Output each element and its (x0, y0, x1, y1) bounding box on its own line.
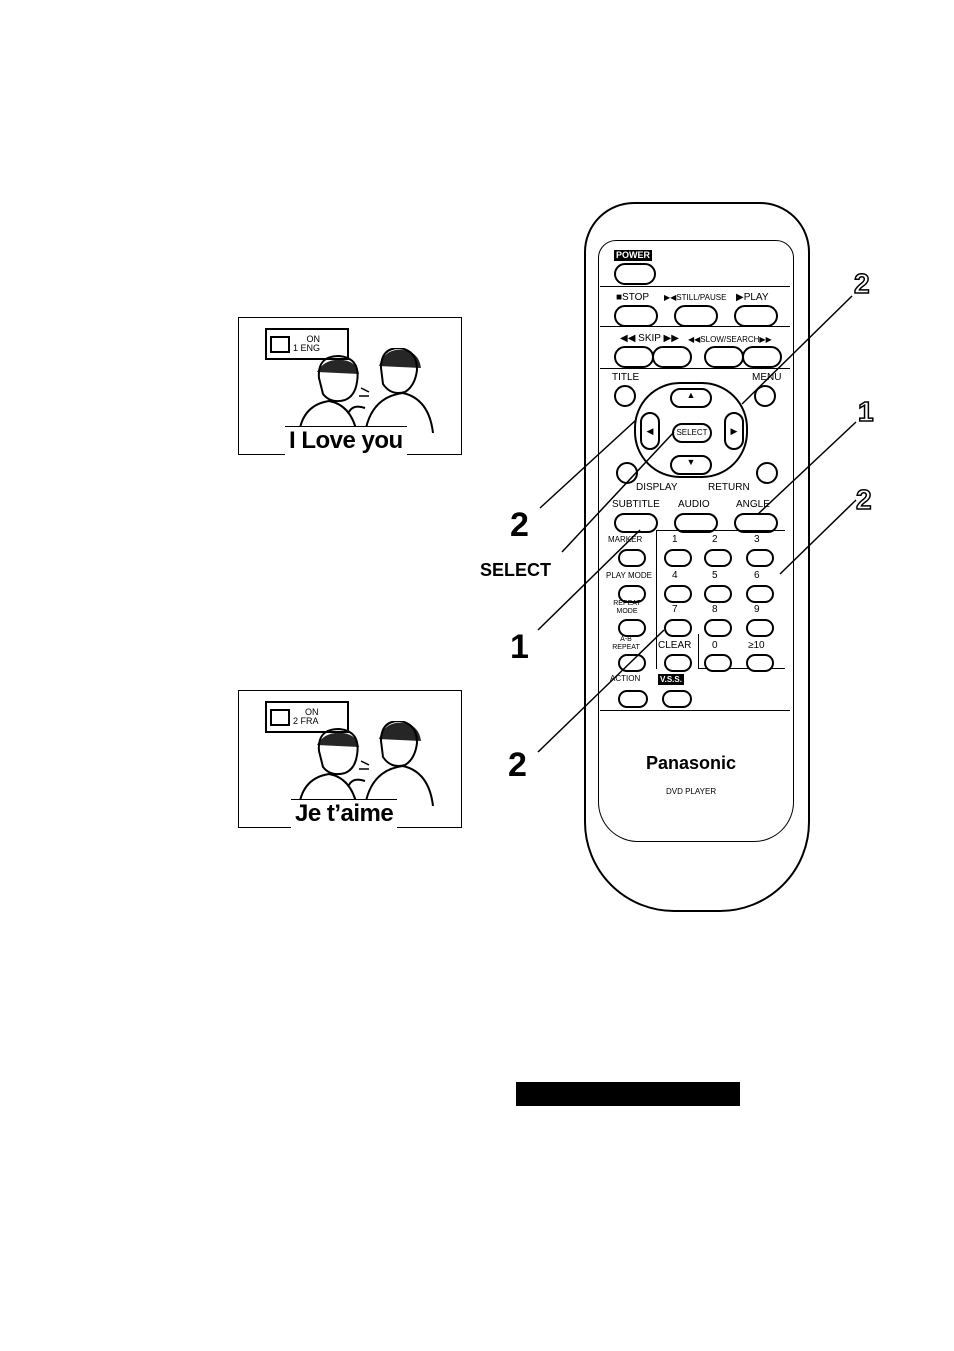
callout-select-label: SELECT (480, 560, 551, 581)
callout-1-left: 1 (510, 630, 529, 664)
section-bar (516, 1082, 740, 1106)
callout-1-right: 1 (858, 398, 874, 426)
callout-2-left: 2 (510, 508, 529, 542)
callout-2-bottom-left: 2 (508, 748, 527, 782)
callout-2-top-right: 2 (854, 270, 870, 298)
callout-2-right: 2 (856, 486, 872, 514)
